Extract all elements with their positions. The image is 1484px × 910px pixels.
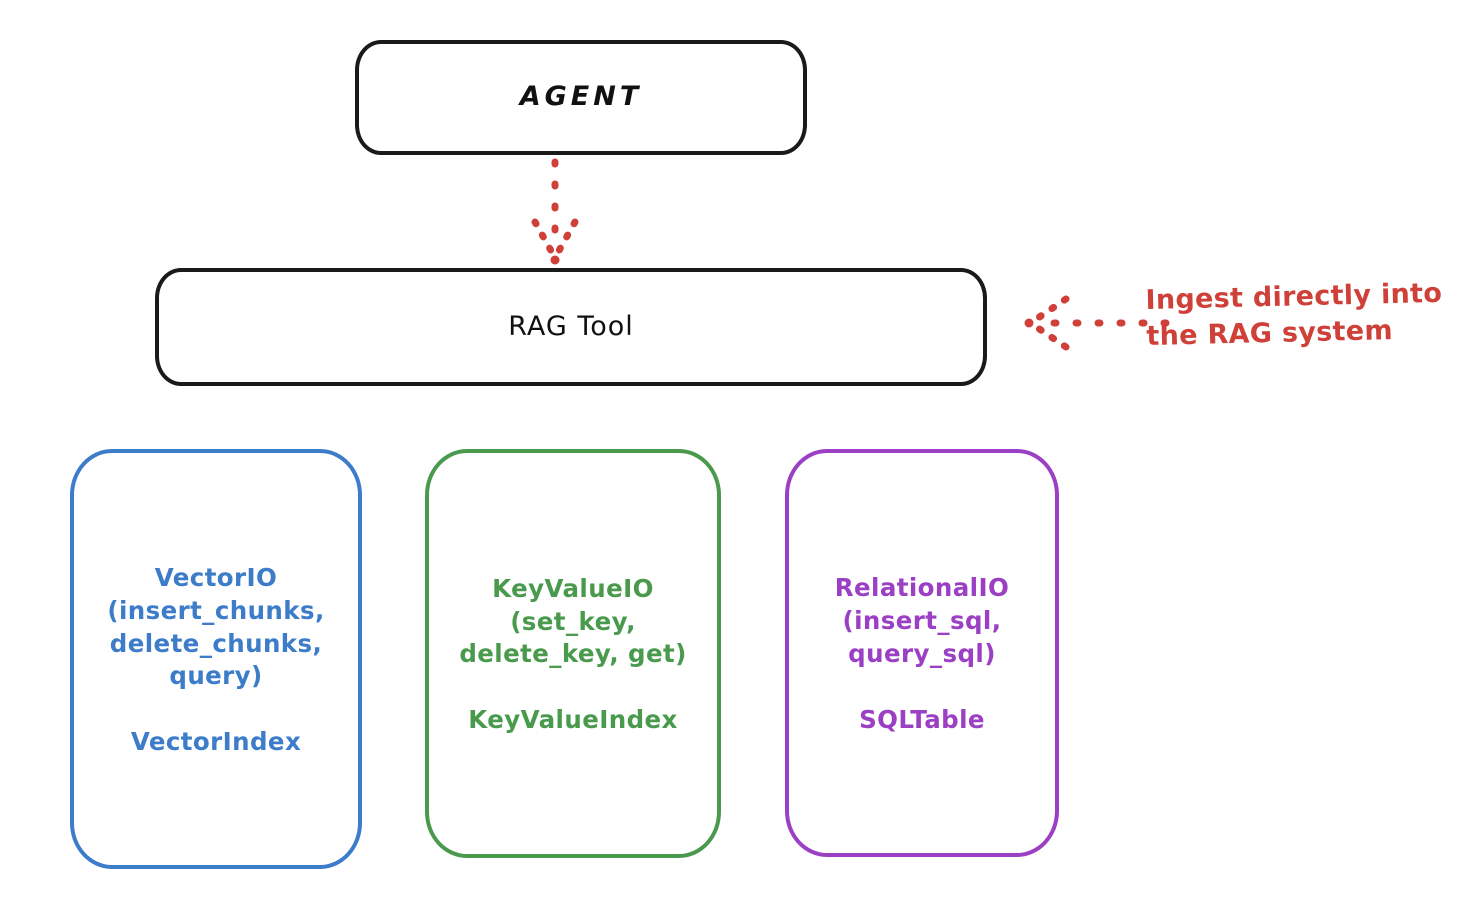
node-agent[interactable]: AGENT bbox=[355, 40, 807, 155]
dotted-down-arrow-icon bbox=[531, 158, 579, 265]
node-vector-io-sublabel: VectorIndex bbox=[130, 727, 302, 757]
node-key-value-io-sublabel: KeyValueIndex bbox=[468, 705, 678, 735]
node-agent-label: AGENT bbox=[519, 81, 643, 113]
node-vector-io[interactable]: VectorIO (insert_chunks, delete_chunks, … bbox=[70, 449, 362, 869]
node-relational-io-sublabel: SQLTable bbox=[859, 704, 985, 734]
node-rag-tool[interactable]: RAG Tool bbox=[155, 268, 987, 386]
node-key-value-io[interactable]: KeyValueIO (set_key, delete_key, get) Ke… bbox=[425, 449, 721, 858]
node-relational-io-label: RelationalIO (insert_sql, query_sql) bbox=[834, 573, 1010, 668]
annotation-ingest-text: Ingest directly into the RAG system bbox=[1145, 277, 1443, 353]
node-key-value-io-label: KeyValueIO (set_key, delete_key, get) bbox=[459, 573, 687, 669]
node-vector-io-label: VectorIO (insert_chunks, delete_chunks, … bbox=[107, 562, 325, 691]
node-relational-io[interactable]: RelationalIO (insert_sql, query_sql) SQL… bbox=[785, 449, 1059, 857]
node-rag-tool-label: RAG Tool bbox=[508, 310, 634, 342]
